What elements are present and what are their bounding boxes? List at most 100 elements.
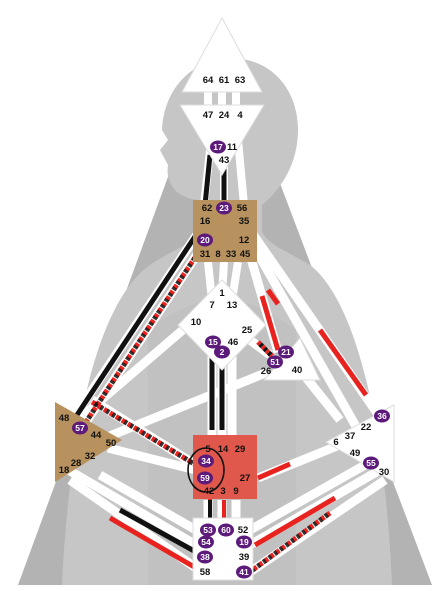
gate-12-label: 12 <box>239 235 250 246</box>
gate-12[interactable]: 12 <box>239 235 250 246</box>
gate-41-label: 41 <box>239 567 249 577</box>
gate-57[interactable]: 57 <box>72 421 88 435</box>
gate-63[interactable]: 63 <box>235 75 246 86</box>
gate-14[interactable]: 14 <box>218 444 229 455</box>
gate-53[interactable]: 53 <box>200 523 216 537</box>
gate-18[interactable]: 18 <box>59 465 70 476</box>
gate-60-label: 60 <box>221 525 231 535</box>
gate-16[interactable]: 16 <box>200 216 211 227</box>
gate-58-label: 58 <box>200 567 211 578</box>
gate-45[interactable]: 45 <box>240 249 251 260</box>
ajna-center[interactable] <box>179 104 265 176</box>
gate-9[interactable]: 9 <box>233 486 238 497</box>
gate-30[interactable]: 30 <box>379 467 390 478</box>
gate-44-label: 44 <box>91 430 102 441</box>
gate-23[interactable]: 23 <box>216 201 232 215</box>
gate-23-label: 23 <box>219 203 229 213</box>
gate-3-label: 3 <box>220 486 225 497</box>
gate-48[interactable]: 48 <box>59 413 70 424</box>
gate-56-label: 56 <box>237 203 248 214</box>
gate-32-label: 32 <box>85 451 96 462</box>
gate-64[interactable]: 64 <box>203 75 214 86</box>
gate-36[interactable]: 36 <box>374 409 390 423</box>
gate-46[interactable]: 46 <box>228 337 239 348</box>
gate-21-active-marker <box>278 345 294 359</box>
gate-32[interactable]: 32 <box>85 451 96 462</box>
gate-33[interactable]: 33 <box>226 249 237 260</box>
gate-24[interactable]: 24 <box>219 110 230 121</box>
gate-38-active-marker <box>197 550 213 564</box>
gate-28[interactable]: 28 <box>71 458 82 469</box>
gate-58[interactable]: 58 <box>200 567 211 578</box>
gate-60[interactable]: 60 <box>218 523 234 537</box>
head-center[interactable] <box>181 16 263 93</box>
gate-3[interactable]: 3 <box>220 486 225 497</box>
gate-39[interactable]: 39 <box>239 552 250 563</box>
gate-46-label: 46 <box>228 337 239 348</box>
gate-20[interactable]: 20 <box>197 233 213 247</box>
gate-13[interactable]: 13 <box>227 300 238 311</box>
gate-21[interactable]: 21 <box>278 345 294 359</box>
gate-31-label: 31 <box>200 249 211 260</box>
gate-6-label: 6 <box>333 437 338 448</box>
gate-60-active-marker <box>218 523 234 537</box>
gate-1[interactable]: 1 <box>219 288 225 299</box>
gate-41[interactable]: 41 <box>236 565 252 579</box>
gate-31[interactable]: 31 <box>200 249 211 260</box>
gate-4-label: 4 <box>237 110 243 121</box>
gate-20-label: 20 <box>200 235 210 245</box>
gate-49[interactable]: 49 <box>350 448 361 459</box>
gate-61[interactable]: 61 <box>219 75 230 86</box>
gate-2-active-marker <box>214 345 230 359</box>
gate-5[interactable]: 5 <box>205 444 211 455</box>
gate-33-label: 33 <box>226 249 237 260</box>
gate-4[interactable]: 4 <box>237 110 243 121</box>
gate-2[interactable]: 2 <box>214 345 230 359</box>
gate-28-label: 28 <box>71 458 82 469</box>
gate-43-label: 43 <box>219 155 230 166</box>
gate-25[interactable]: 25 <box>242 325 253 336</box>
gate-47[interactable]: 47 <box>203 110 214 121</box>
gate-1-label: 1 <box>219 288 225 299</box>
gate-10[interactable]: 10 <box>191 317 202 328</box>
gate-62[interactable]: 62 <box>202 203 213 214</box>
gate-22[interactable]: 22 <box>361 422 372 433</box>
gate-34-label: 34 <box>201 456 211 466</box>
gate-27[interactable]: 27 <box>240 473 251 484</box>
gate-53-active-marker <box>200 523 216 537</box>
gate-7[interactable]: 7 <box>209 300 214 311</box>
gate-37-label: 37 <box>345 431 356 442</box>
gate-30-label: 30 <box>379 467 390 478</box>
gate-11-label: 11 <box>227 142 238 153</box>
gate-9-label: 9 <box>233 486 238 497</box>
gate-26[interactable]: 26 <box>261 366 272 377</box>
gate-52[interactable]: 52 <box>238 525 249 536</box>
gate-44[interactable]: 44 <box>91 430 102 441</box>
gate-34[interactable]: 34 <box>198 454 214 468</box>
gate-40[interactable]: 40 <box>292 365 303 376</box>
gate-15[interactable]: 15 <box>205 335 221 349</box>
gate-50[interactable]: 50 <box>106 438 117 449</box>
gate-35[interactable]: 35 <box>239 216 250 227</box>
gate-38[interactable]: 38 <box>197 550 213 564</box>
gate-21-label: 21 <box>281 347 291 357</box>
gate-42[interactable]: 42 <box>204 486 215 497</box>
gate-6[interactable]: 6 <box>333 437 338 448</box>
gate-29[interactable]: 29 <box>235 444 246 455</box>
g-center[interactable] <box>177 279 267 371</box>
gate-17[interactable]: 17 <box>210 140 226 154</box>
gate-11[interactable]: 11 <box>227 142 238 153</box>
gate-59[interactable]: 59 <box>197 471 213 485</box>
gate-19[interactable]: 19 <box>236 535 252 549</box>
gate-26-label: 26 <box>261 366 272 377</box>
gate-55[interactable]: 55 <box>363 456 379 470</box>
gate-8[interactable]: 8 <box>215 249 220 260</box>
gate-43[interactable]: 43 <box>219 155 230 166</box>
gate-56[interactable]: 56 <box>237 203 248 214</box>
gate-54-label: 54 <box>201 537 211 547</box>
gate-37[interactable]: 37 <box>345 431 356 442</box>
spleen-center[interactable] <box>55 402 122 482</box>
gate-51[interactable]: 51 <box>267 355 283 369</box>
gate-54[interactable]: 54 <box>198 535 214 549</box>
